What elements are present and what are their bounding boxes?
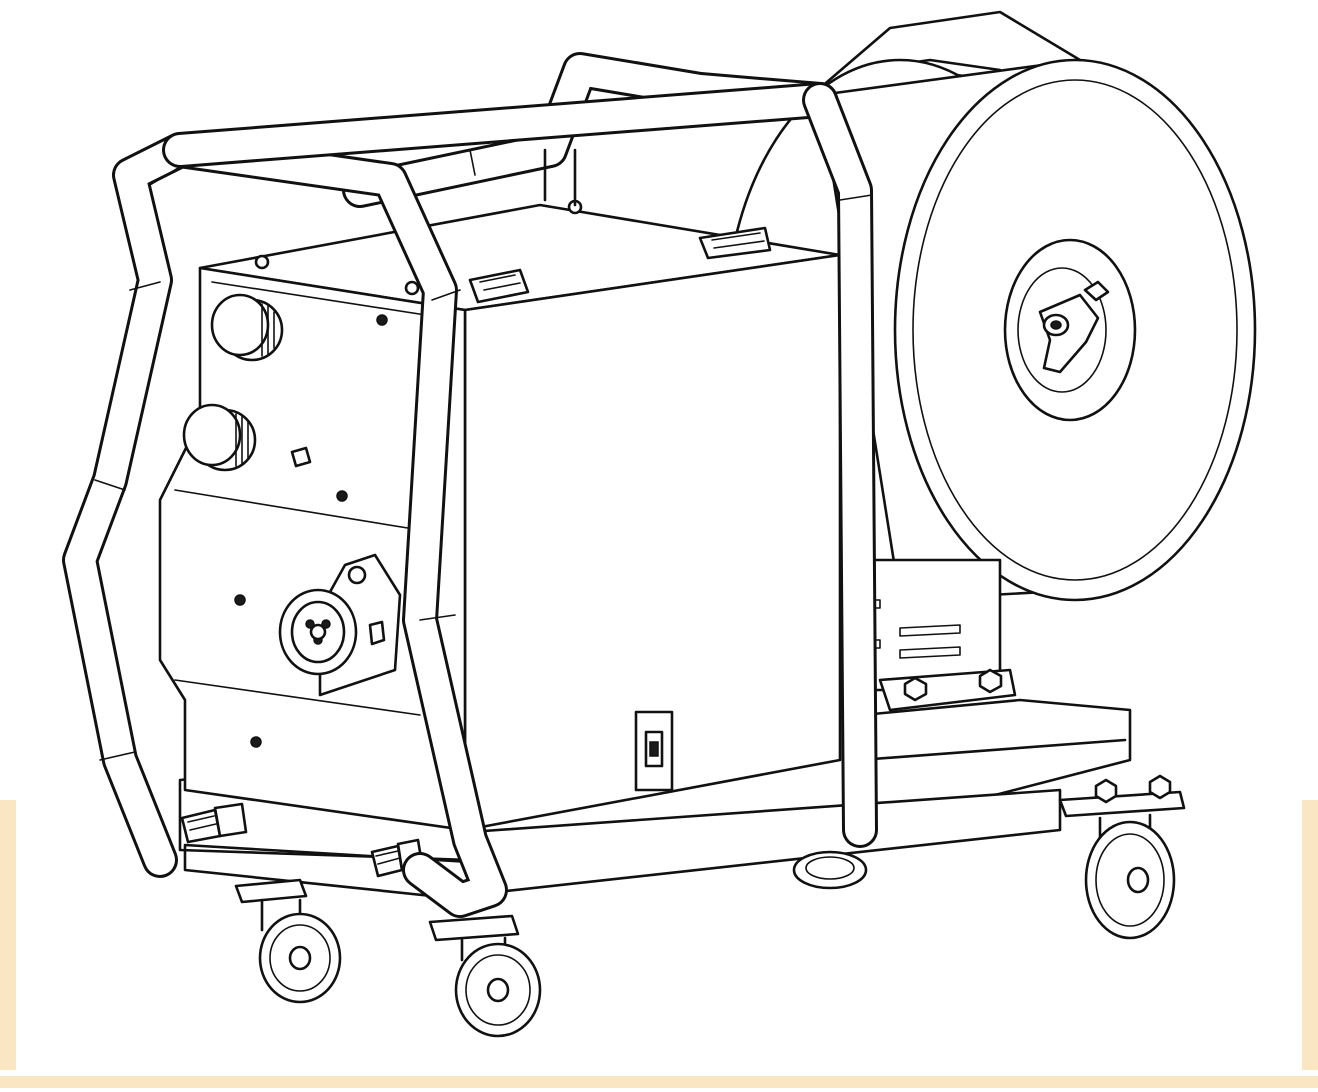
tube-frame [62,52,878,918]
knob-upper [210,293,284,362]
torch-connector [278,553,402,697]
knob-lower [182,403,257,472]
caster-front-left [234,878,342,1004]
wire-spool [723,10,1257,712]
watermark [0,800,1318,1088]
feeder-cabinet [158,199,842,832]
side-door-latch [634,710,674,792]
caster-rear-left [792,850,868,890]
lid-latch [468,226,772,304]
caster-rear-right [1058,774,1186,940]
gas-fitting-left [180,802,248,844]
spool-hub [1003,238,1137,422]
front-controls [180,293,424,878]
caster-front-right [428,914,542,1038]
